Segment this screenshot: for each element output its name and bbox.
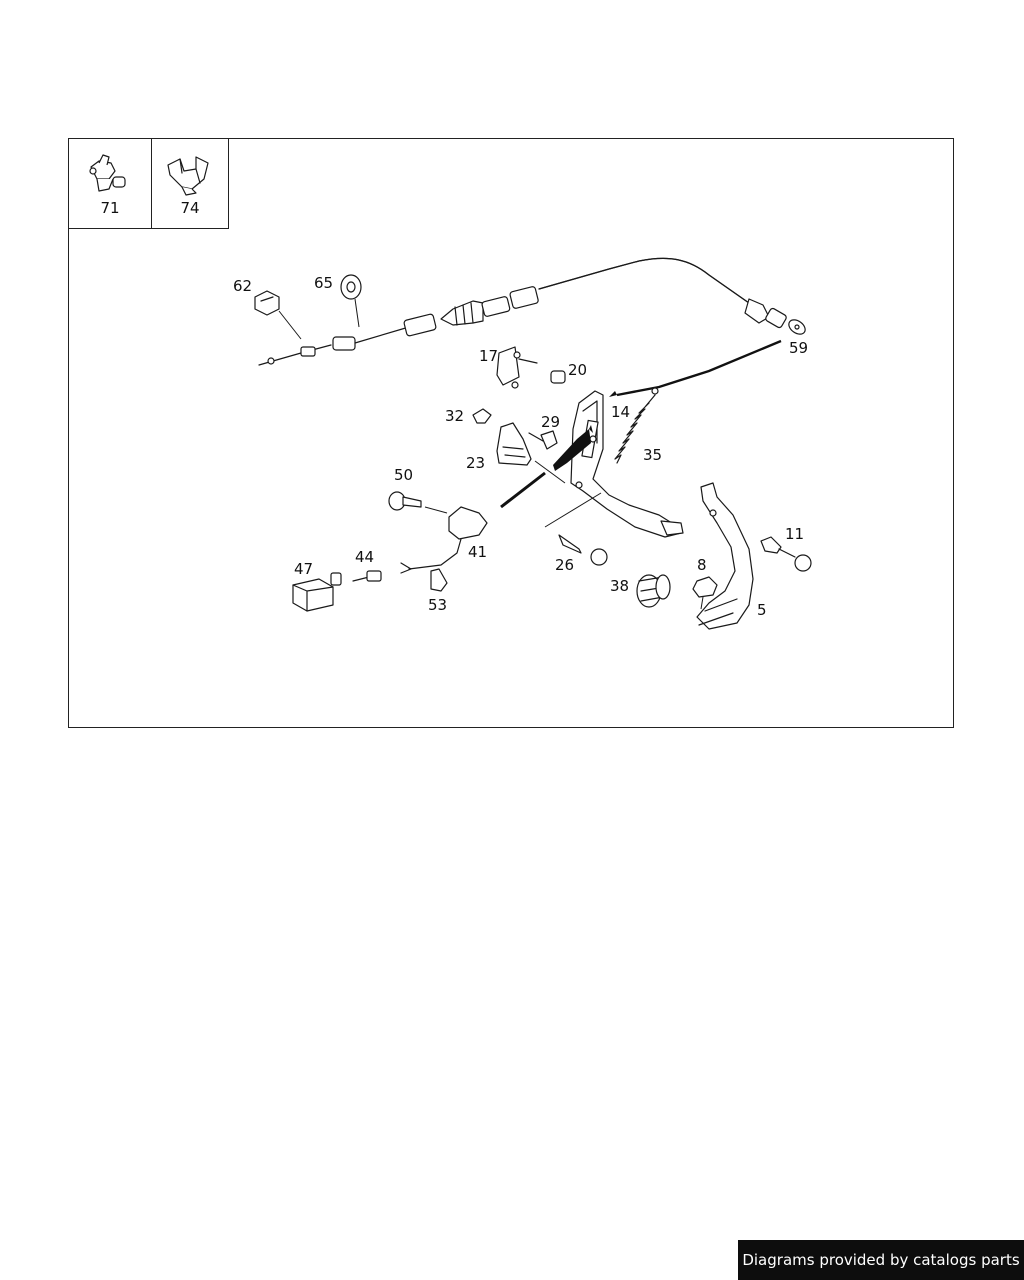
callout-23: 23 [466, 454, 486, 472]
inset-cell-71[interactable]: 71 [69, 139, 152, 229]
clamp-part-icon [89, 154, 126, 192]
bushing-38 [636, 574, 671, 608]
callout-20: 20 [568, 361, 588, 379]
callout-17: 17 [479, 347, 499, 365]
callout-26: 26 [555, 556, 575, 574]
connector-line-59 [616, 339, 782, 397]
bolt-50 [388, 491, 448, 514]
connector-line-23 [553, 429, 591, 471]
callout-29: 29 [541, 413, 561, 431]
screw-29 [528, 430, 558, 450]
callout-41: 41 [468, 543, 488, 561]
arrow-head-icon [609, 391, 617, 397]
rod-line [500, 471, 546, 509]
callout-5: 5 [757, 601, 767, 619]
inset-label-71: 71 [100, 199, 120, 217]
spring-35 [614, 387, 659, 464]
bracket-23 [496, 422, 532, 466]
parts-diagram: 71 74 [68, 138, 954, 728]
callout-8: 8 [697, 556, 707, 574]
callout-32: 32 [445, 407, 465, 425]
clip-53 [430, 568, 448, 592]
callout-11: 11 [785, 525, 805, 543]
pin-11 [760, 536, 812, 572]
lead-line-23 [534, 460, 566, 484]
callout-38: 38 [610, 577, 630, 595]
connector-47 [292, 572, 342, 612]
callout-35: 35 [643, 446, 663, 464]
callout-47: 47 [294, 560, 314, 578]
clip-32 [472, 408, 492, 424]
exploded-view-drawing [254, 257, 812, 630]
callout-65: 65 [314, 274, 334, 292]
nut-8 [692, 576, 718, 610]
pin-26 [558, 534, 608, 566]
bracket-17 [496, 346, 538, 389]
lead-line-26 [544, 492, 602, 528]
callout-14: 14 [611, 403, 631, 421]
callout-59: 59 [789, 339, 809, 357]
sensor-41 [400, 506, 488, 574]
grommet-65 [340, 274, 362, 328]
credit-banner: Diagrams provided by catalogs parts [738, 1240, 1024, 1280]
bracket-clip-part-icon [167, 156, 209, 196]
callout-50: 50 [394, 466, 414, 484]
callout-44: 44 [355, 548, 375, 566]
inset-label-74: 74 [180, 199, 200, 217]
accelerator-cable [258, 257, 806, 366]
pedal-5 [696, 482, 754, 630]
callout-62: 62 [233, 277, 253, 295]
pin-44 [352, 570, 382, 582]
cable-clip-62 [254, 290, 302, 340]
callout-53: 53 [428, 596, 448, 614]
bushing-20 [550, 370, 566, 384]
inset-cell-74[interactable]: 74 [152, 139, 229, 229]
